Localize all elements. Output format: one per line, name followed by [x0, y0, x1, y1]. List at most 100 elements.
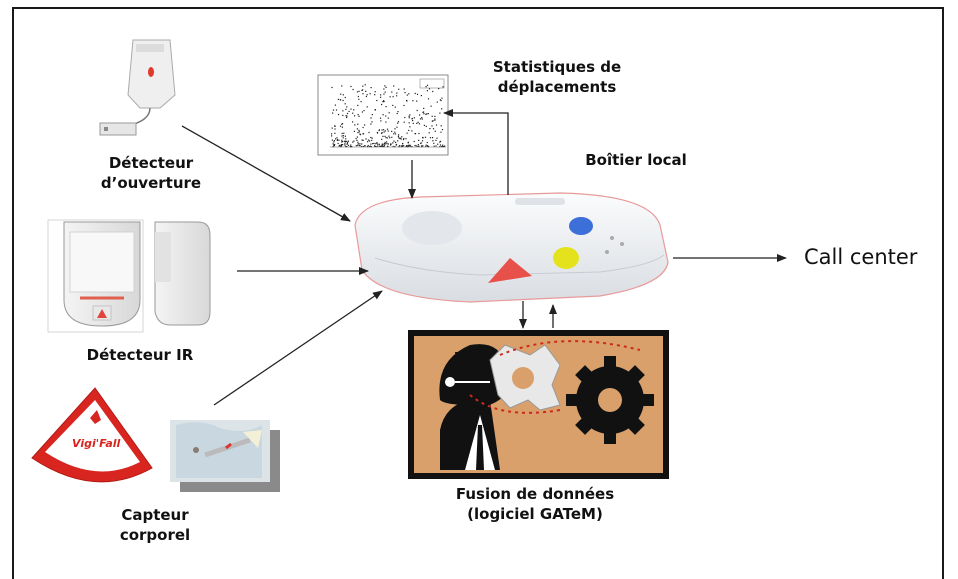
scatter-dot	[382, 114, 384, 116]
scatter-dot	[408, 115, 410, 117]
scatter-dot	[362, 126, 364, 129]
scatter-dot	[442, 146, 444, 148]
scatter-dot	[408, 145, 410, 147]
scatter-dot	[341, 135, 343, 137]
local-box-label: Boîtier local	[585, 151, 687, 169]
scatter-dot	[393, 133, 395, 135]
scatter-dot	[350, 85, 352, 88]
scatter-dot	[408, 122, 410, 124]
scatter-dot	[395, 144, 397, 146]
scatter-dot	[339, 125, 342, 127]
scatter-dot	[360, 101, 362, 103]
scatter-dot	[336, 137, 338, 139]
diagram-frame	[12, 7, 944, 579]
scatter-dot	[338, 139, 340, 141]
scatter-dot	[413, 140, 415, 143]
scatter-dot	[398, 88, 400, 90]
scatter-dot	[392, 96, 394, 98]
body-sensor-label: Capteur corporel	[80, 505, 230, 545]
scatter-dot	[341, 123, 344, 125]
scatter-dot	[432, 90, 434, 93]
scatter-dot	[346, 106, 348, 108]
statistics-label: Statistiques de déplacements	[462, 57, 652, 97]
scatter-dot	[387, 117, 389, 119]
arrow-body-to-box	[213, 290, 383, 406]
scatter-dot	[422, 136, 424, 139]
scatter-dot	[383, 100, 385, 103]
vigifall-logo-text: Vigi'Fall	[72, 437, 121, 450]
statistics-label-line1: Statistiques de	[492, 58, 622, 76]
scatter-dot	[375, 143, 377, 145]
scatter-dot	[385, 137, 387, 139]
scatter-dot	[383, 93, 385, 95]
scatter-dot	[383, 145, 385, 147]
scatter-dot	[382, 145, 384, 147]
scatter-dot	[350, 146, 352, 148]
scatter-dot	[333, 144, 335, 146]
scatter-dot	[387, 145, 389, 147]
scatter-dot	[418, 132, 420, 135]
scatter-dot	[343, 132, 345, 134]
scatter-dot	[384, 141, 386, 144]
scatter-dot	[391, 136, 393, 138]
scatter-dot	[336, 139, 338, 141]
scatter-dot	[439, 146, 441, 148]
scatter-dot	[384, 85, 386, 87]
scatter-dot	[368, 146, 370, 148]
scatter-dot	[426, 145, 429, 147]
scatter-dot	[366, 106, 368, 108]
scatter-dot	[403, 121, 405, 123]
scatter-dot	[370, 143, 372, 145]
scatter-dot	[385, 106, 387, 108]
scatter-dot	[403, 88, 405, 90]
scatter-dot	[341, 123, 343, 125]
scatter-dot	[344, 141, 346, 143]
scatter-dot	[383, 88, 385, 90]
scatter-dot	[342, 94, 344, 96]
scatter-dot	[434, 118, 436, 120]
scatter-dot	[340, 144, 342, 146]
scatter-dot	[353, 140, 355, 142]
scatter-dot	[347, 140, 349, 142]
scatter-dot	[350, 144, 352, 146]
scatter-dot	[341, 85, 343, 87]
scatter-dot	[398, 146, 400, 148]
scatter-dot	[417, 144, 419, 146]
scatter-dot	[384, 91, 386, 93]
scatter-dot	[397, 135, 399, 137]
scatter-dot	[364, 124, 366, 126]
scatter-dot	[369, 145, 371, 147]
scatter-dot	[390, 144, 392, 146]
scatter-dot	[441, 108, 443, 110]
scatter-dot	[352, 88, 354, 91]
scatter-dot	[337, 142, 339, 145]
scatter-dot	[426, 90, 428, 92]
scatter-dot	[389, 96, 391, 98]
scatter-dot	[425, 113, 427, 115]
scatter-dot	[403, 137, 405, 140]
scatter-dot	[378, 145, 380, 147]
scatter-dot	[359, 133, 361, 135]
scatter-dot	[367, 144, 369, 147]
scatter-dot	[418, 123, 420, 125]
scatter-dot	[346, 143, 348, 145]
scatter-dot	[409, 126, 411, 128]
scatter-dot	[438, 88, 440, 90]
local-box-image	[354, 192, 669, 303]
scatter-dot	[332, 109, 335, 111]
scatter-dot	[431, 120, 433, 122]
scatter-dot	[426, 113, 428, 115]
scatter-dot	[420, 142, 422, 144]
box-yellow-button	[553, 247, 579, 269]
scatter-dot	[405, 138, 407, 140]
scatter-dot	[358, 115, 360, 117]
scatter-dot	[383, 100, 385, 102]
fusion-image	[408, 330, 669, 479]
scatter-dot	[383, 146, 385, 148]
scatter-dot	[384, 130, 386, 132]
scatter-dot	[337, 113, 340, 116]
scatter-dot	[392, 142, 394, 144]
scatter-dot	[383, 129, 385, 131]
scatter-dot	[345, 115, 347, 117]
